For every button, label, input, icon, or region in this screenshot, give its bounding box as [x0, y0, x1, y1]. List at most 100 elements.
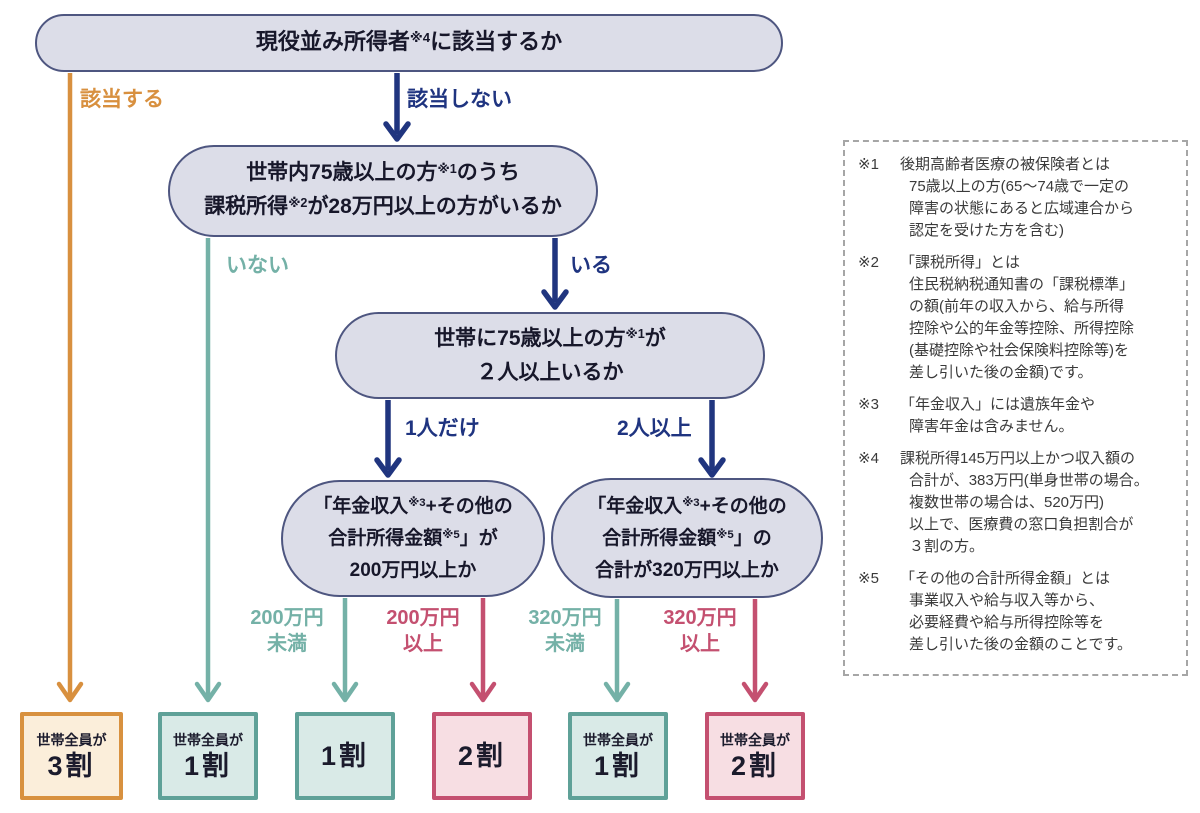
text-line: (基礎控除や社会保険料控除等)を [909, 342, 1129, 359]
text-line: 障害年金は含みません。 [909, 418, 1074, 435]
text-line: 以上 [403, 633, 443, 655]
question-two-or-more-members: 世帯に75歳以上の方※1が ２人以上いるか [335, 312, 765, 399]
footnote-text: 後期高齢者医療の被保険者とは 75歳以上の方(65～74歳で一定の障害の状態にある… [900, 154, 1178, 242]
text-line: 認定を受けた方を含む) [909, 222, 1064, 239]
text-line: 世帯内75歳以上の方※1のうち [246, 161, 520, 184]
edge-label-two-plus: 2人以上 [617, 417, 692, 440]
edge-label-over-320: 320万円以上 [663, 605, 736, 657]
text-line: 200万円以上か [349, 560, 477, 581]
text-line: ３割の方。 [909, 538, 985, 555]
arrow-two-plus [698, 400, 726, 478]
arrow-under-200 [331, 598, 359, 703]
footnote-2: ※2 「課税所得」とは住民税納税通知書の「課税標準」の額(前年の収入から、給与所… [858, 252, 1178, 384]
text-line: 「課税所得」とは [900, 254, 1021, 271]
arrow-exists [541, 238, 569, 310]
arrow-over-200 [469, 598, 497, 703]
edge-label-over-200: 200万円以上 [386, 605, 459, 657]
text-line: 320万円 [528, 607, 602, 629]
text-line: 200万円 [250, 607, 324, 629]
result-sub-label: 世帯全員が [173, 732, 243, 748]
arrow-applies [56, 73, 84, 703]
text-line: 合計が320万円以上か [595, 559, 779, 581]
text-line: 控除や公的年金等控除、所得控除 [909, 320, 1135, 337]
text-line: 200万円 [386, 607, 460, 629]
text-line: 差し引いた後の金額)です。 [909, 364, 1093, 381]
text-line: 合計が、383万円(単身世帯の場合。 [909, 472, 1149, 489]
text-line: 事業収入や給与収入等から、 [909, 592, 1105, 609]
text-line: 「年金収入」には遺族年金や [900, 396, 1096, 413]
text-line: 必要経費や給与所得控除等を [909, 614, 1105, 631]
text-line: 合計所得金額※5」が [328, 528, 498, 549]
result-main-label: 1割 [183, 751, 233, 781]
text-line: 世帯に75歳以上の方※1が [434, 326, 666, 350]
edge-label-not-applies: 該当しない [407, 88, 512, 111]
text-line: 複数世帯の場合は、520万円) [909, 494, 1105, 511]
footnote-marker: ※4 [858, 450, 879, 467]
arrow-not-applies [383, 73, 411, 142]
arrow-only-one [374, 400, 402, 478]
text-line: の額(前年の収入から、給与所得 [909, 298, 1124, 315]
result-box-all-30pct: 世帯全員が 3割 [20, 712, 123, 800]
footnote-reference: ※3 [408, 497, 426, 510]
footnote-marker: ※1 [858, 156, 879, 173]
text-line: 障害の状態にあると広域連合から [909, 200, 1135, 217]
text-line: 課税所得※2が28万円以上の方がいるか [204, 195, 562, 218]
footnote-marker: ※2 [858, 254, 879, 271]
text-line: 後期高齢者医療の被保険者とは [900, 156, 1111, 173]
text-line: 320万円 [663, 607, 737, 629]
edge-label-only-one: 1人だけ [405, 417, 480, 440]
text-line: 現役並み所得者※4に該当するか [255, 28, 563, 54]
edge-label-under-320: 320万円未満 [528, 605, 601, 657]
footnote-text: 「課税所得」とは住民税納税通知書の「課税標準」の額(前年の収入から、給与所得控除… [900, 252, 1178, 384]
arrow-no-one [194, 238, 222, 703]
edge-label-exists: いる [570, 254, 612, 277]
result-main-label: 2割 [457, 741, 507, 771]
question-pension-320: 「年金収入※3+その他の合計所得金額※5」の合計が320万円以上か [551, 478, 823, 598]
edge-label-no-one: いない [226, 254, 289, 277]
footnote-reference: ※2 [288, 195, 308, 210]
result-box-20pct: 2割 [432, 712, 532, 800]
edge-label-applies: 該当する [80, 88, 164, 111]
result-main-label: 2割 [730, 751, 780, 781]
text-line: 「年金収入※3+その他の [587, 495, 787, 517]
result-sub-label: 世帯全員が [720, 732, 790, 748]
footnote-reference: ※4 [409, 29, 431, 45]
text-line: 「その他の合計所得金額」とは [900, 570, 1111, 587]
question-active-income: 現役並み所得者※4に該当するか [35, 14, 783, 72]
footnote-reference: ※3 [682, 496, 700, 509]
text-line: 差し引いた後の金額のことです。 [909, 636, 1133, 653]
text-line: 合計所得金額※5」の [602, 527, 772, 549]
footnote-marker: ※3 [858, 396, 879, 413]
text-line: ２人以上いるか [476, 360, 624, 384]
footnote-3: ※3 「年金収入」には遺族年金や障害年金は含みません。 [858, 394, 1178, 438]
text-line: 「年金収入※3+その他の [313, 496, 513, 517]
text-line: 課税所得145万円以上かつ収入額の [900, 450, 1136, 467]
result-sub-label: 世帯全員が [583, 732, 653, 748]
result-sub-label: 世帯全員が [36, 732, 107, 748]
footnote-reference: ※5 [442, 529, 460, 542]
text-line: 住民税納税通知書の「課税標準」 [909, 276, 1135, 293]
question-pension-200: 「年金収入※3+その他の合計所得金額※5」が 200万円以上か [281, 480, 545, 597]
result-box-10pct: 1割 [295, 712, 395, 800]
footnote-reference: ※1 [437, 161, 457, 176]
arrow-over-320 [741, 599, 769, 703]
result-box-all-10pct-320: 世帯全員が 1割 [568, 712, 668, 800]
text-line: 75歳以上の方(65～74歳で一定の [909, 178, 1130, 195]
text-line: 以上で、医療費の窓口負担割合が [909, 516, 1134, 533]
text-line: 未満 [545, 633, 585, 655]
question-taxable-income-28: 世帯内75歳以上の方※1のうち課税所得※2が28万円以上の方がいるか [168, 145, 598, 237]
footnotes-panel: ※1 後期高齢者医療の被保険者とは 75歳以上の方(65～74歳で一定の障害の状態… [843, 140, 1188, 676]
footnote-text: 課税所得145万円以上かつ収入額の合計が、383万円(単身世帯の場合。複数世帯の… [900, 448, 1178, 558]
text-line: 未満 [267, 633, 307, 655]
result-box-all-10pct: 世帯全員が 1割 [158, 712, 258, 800]
footnote-marker: ※5 [858, 570, 879, 587]
text-line: 以上 [680, 633, 720, 655]
footnote-reference: ※5 [716, 528, 734, 541]
footnote-5: ※5 「その他の合計所得金額」とは事業収入や給与収入等から、必要経費や給与所得控… [858, 568, 1178, 656]
result-main-label: 1割 [593, 751, 643, 781]
result-main-label: 3割 [47, 751, 96, 781]
result-main-label: 1割 [320, 741, 370, 771]
result-box-all-20pct-320: 世帯全員が 2割 [705, 712, 805, 800]
footnote-1: ※1 後期高齢者医療の被保険者とは 75歳以上の方(65～74歳で一定の障害の状態… [858, 154, 1178, 242]
